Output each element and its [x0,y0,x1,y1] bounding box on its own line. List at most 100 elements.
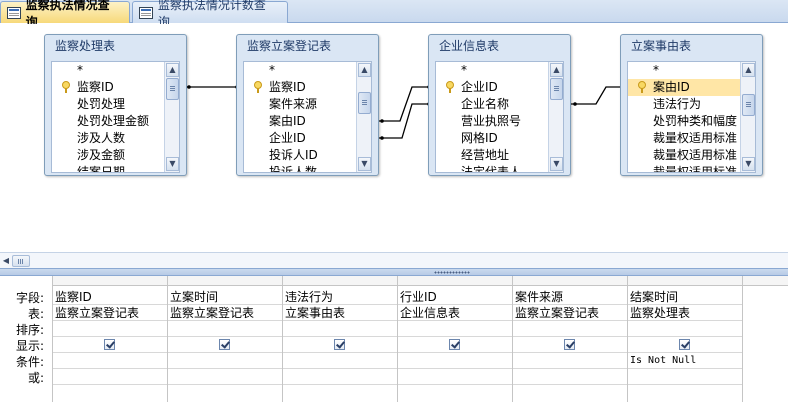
or-cell[interactable] [398,369,513,385]
design-pane-hscrollbar[interactable]: ◀ [0,252,788,268]
or-cell[interactable] [53,369,168,385]
field-item[interactable]: 经营地址 [461,148,510,162]
table-box-qiye-xinxi[interactable]: 企业信息表 * 企业ID 企业名称 营业执照号 网格ID 经营地址 法定代表人 … [428,34,571,176]
scroll-up-icon[interactable]: ▲ [742,63,755,77]
field-cell[interactable]: 违法行为 [283,289,398,305]
field-item[interactable]: 涉及人数 [77,131,126,145]
criteria-cell[interactable]: Is Not Null [628,353,743,369]
field-list-scrollbar[interactable]: ▲ ▼ [740,62,755,172]
scroll-left-icon[interactable]: ◀ [2,256,10,265]
sort-cell[interactable] [168,321,283,337]
field-item[interactable]: 裁量权适用标准 [653,165,738,173]
criteria-cell[interactable] [283,353,398,369]
table-box-title[interactable]: 企业信息表 [439,39,500,53]
tab-query-1[interactable]: 监察执法情况查询 [0,0,130,29]
criteria-cell[interactable] [168,353,283,369]
table-cell[interactable]: 监察立案登记表 [53,305,168,321]
field-list-scrollbar[interactable]: ▲ ▼ [356,62,371,172]
criteria-cell[interactable] [53,353,168,369]
table-box-jiancha-chuli[interactable]: 监察处理表 * 监察ID 处罚处理 处罚处理金额 涉及人数 涉及金额 结案日期 … [44,34,187,176]
show-cell[interactable] [168,337,283,353]
column-selector[interactable] [398,276,513,286]
table-cell[interactable]: 立案事由表 [283,305,398,321]
pane-splitter[interactable] [0,268,788,276]
field-item[interactable]: 处罚处理 [77,97,126,111]
show-cell[interactable] [283,337,398,353]
show-checkbox[interactable] [449,339,460,350]
field-item[interactable]: 法定代表人 [461,165,522,173]
field-item[interactable]: * [77,63,83,77]
sort-cell[interactable] [283,321,398,337]
sort-cell[interactable] [53,321,168,337]
field-cell[interactable]: 案件来源 [513,289,628,305]
show-checkbox[interactable] [219,339,230,350]
or-cell[interactable] [628,369,743,385]
show-checkbox[interactable] [564,339,575,350]
tab-query-2[interactable]: 监察执法情况计数查询 [132,0,288,29]
or-cell[interactable] [513,369,628,385]
field-cell[interactable]: 监察ID [53,289,168,305]
column-selector[interactable] [743,276,788,286]
scroll-thumb[interactable] [166,78,179,100]
field-item[interactable]: 涉及金额 [77,148,126,162]
field-cell[interactable]: 立案时间 [168,289,283,305]
sort-cell[interactable] [398,321,513,337]
or-cell[interactable] [168,369,283,385]
column-selector[interactable] [168,276,283,286]
table-cell[interactable]: 企业信息表 [398,305,513,321]
criteria-cell[interactable] [398,353,513,369]
show-checkbox[interactable] [334,339,345,350]
sort-cell[interactable] [513,321,628,337]
column-selector[interactable] [513,276,628,286]
scroll-thumb[interactable] [742,94,755,116]
show-checkbox[interactable] [679,339,690,350]
column-selector[interactable] [53,276,168,286]
field-list-scrollbar[interactable]: ▲ ▼ [164,62,179,172]
show-cell[interactable] [398,337,513,353]
scroll-thumb[interactable] [12,255,30,267]
field-item[interactable]: 违法行为 [653,97,702,111]
field-item[interactable]: 监察ID [52,79,179,96]
show-cell[interactable] [53,337,168,353]
field-item[interactable]: 案件来源 [269,97,318,111]
field-item[interactable]: 投诉人数 [269,165,318,173]
field-item[interactable]: 处罚处理金额 [77,114,150,128]
field-item[interactable]: * [461,63,467,77]
scroll-up-icon[interactable]: ▲ [550,63,563,77]
field-item[interactable]: 处罚种类和幅度 [653,114,738,128]
table-box-title[interactable]: 监察处理表 [55,39,116,53]
table-cell[interactable]: 监察立案登记表 [513,305,628,321]
field-item[interactable]: 监察ID [244,79,371,96]
table-cell[interactable]: 监察处理表 [628,305,743,321]
field-item[interactable]: 裁量权适用标准 [653,131,738,145]
scroll-up-icon[interactable]: ▲ [358,63,371,77]
table-cell[interactable]: 监察立案登记表 [168,305,283,321]
field-item[interactable]: 网格ID [461,131,498,145]
scroll-down-icon[interactable]: ▼ [166,157,179,171]
splitter-grip-icon[interactable] [434,271,470,274]
show-checkbox[interactable] [104,339,115,350]
field-item[interactable]: 裁量权适用标准 [653,148,738,162]
field-item[interactable]: 投诉人ID [269,148,318,162]
scroll-thumb[interactable] [358,92,371,114]
scroll-down-icon[interactable]: ▼ [742,157,755,171]
table-box-lian-shiyou[interactable]: 立案事由表 * 案由ID 违法行为 处罚种类和幅度 裁量权适用标准 裁量权适用标… [620,34,763,176]
scroll-down-icon[interactable]: ▼ [550,157,563,171]
or-cell[interactable] [283,369,398,385]
criteria-cell[interactable] [513,353,628,369]
field-item-selected[interactable]: 案由ID [628,79,755,96]
scroll-down-icon[interactable]: ▼ [358,157,371,171]
table-box-title[interactable]: 监察立案登记表 [247,39,332,53]
table-box-lian-dengji[interactable]: 监察立案登记表 * 监察ID 案件来源 案由ID 企业ID 投诉人ID 投诉人数… [236,34,379,176]
scroll-thumb[interactable] [550,78,563,100]
grid-column-empty[interactable] [742,276,788,402]
field-cell[interactable]: 行业ID [398,289,513,305]
field-item[interactable]: 企业ID [436,79,563,96]
field-item[interactable]: 结案日期 [77,165,126,173]
column-selector[interactable] [283,276,398,286]
sort-cell[interactable] [628,321,743,337]
table-box-title[interactable]: 立案事由表 [631,39,692,53]
field-item[interactable]: * [269,63,275,77]
field-item[interactable]: 案由ID [269,114,306,128]
column-selector[interactable] [628,276,743,286]
